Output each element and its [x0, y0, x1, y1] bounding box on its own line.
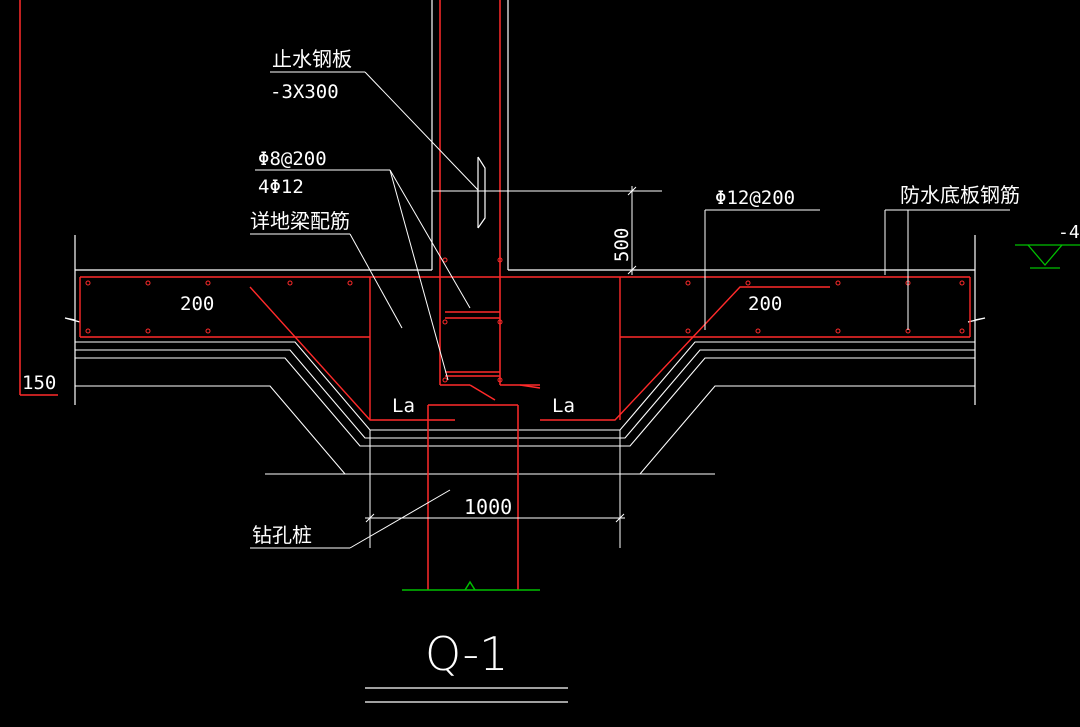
label-main-bar-spec: 4Φ12	[258, 176, 304, 198]
pile-outline	[427, 404, 519, 590]
label-elevation: -4	[1058, 222, 1080, 243]
label-slab-rebar-name: 防水底板钢筋	[900, 183, 1020, 207]
slab-rebar	[79, 276, 971, 421]
central-wall-outline	[431, 0, 509, 270]
label-dim-200-left: 200	[180, 293, 214, 315]
elevation-marker	[1015, 244, 1080, 269]
label-dim-500: 500	[611, 228, 633, 262]
label-waterstop-name: 止水钢板	[272, 47, 352, 71]
waterproof-layers	[75, 341, 975, 475]
slab-outline	[64, 235, 986, 405]
waterstop-plate	[477, 156, 486, 229]
label-waterstop-spec: -3X300	[270, 81, 339, 103]
left-column-outline	[19, 0, 58, 396]
drawing-title: Q-1	[425, 627, 508, 681]
label-la-left: La	[392, 395, 415, 417]
dim-1000-lines	[365, 430, 625, 548]
label-slab-bar-spec: Φ12@200	[715, 187, 795, 209]
leader-lines	[250, 71, 1010, 549]
label-dim-200-right: 200	[748, 293, 782, 315]
rebar-dots	[85, 257, 965, 383]
label-dim-150: 150	[22, 372, 56, 394]
label-la-right: La	[552, 395, 575, 417]
label-stirrup-spec: Φ8@200	[258, 148, 327, 170]
ground-line	[402, 580, 540, 591]
wall-rebar	[439, 0, 541, 401]
label-pile-name: 钻孔桩	[252, 523, 312, 547]
title-underline	[365, 687, 568, 703]
label-see-ground-beam: 详地梁配筋	[250, 209, 350, 233]
dim-500-lines	[432, 186, 662, 275]
label-dim-1000: 1000	[464, 495, 512, 519]
